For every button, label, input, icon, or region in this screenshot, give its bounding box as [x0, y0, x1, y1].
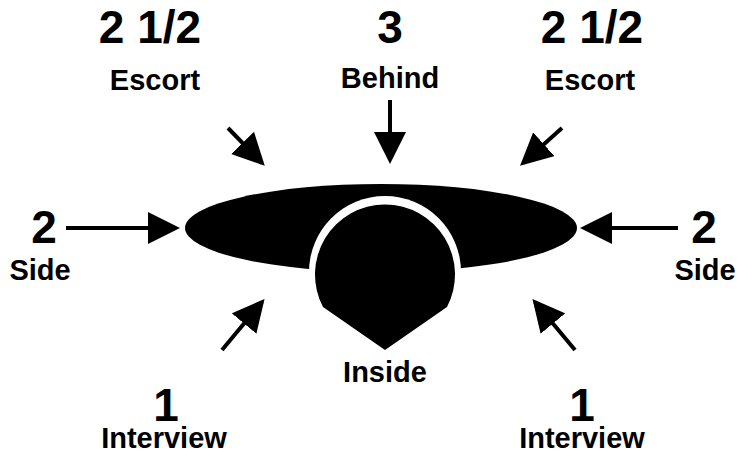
position-name: Interview: [519, 424, 645, 453]
position-number: 2: [691, 204, 717, 250]
position-number: 3: [377, 4, 403, 50]
position-number: 2: [31, 204, 57, 250]
position-name: Escort: [545, 66, 635, 95]
position-arrows: [66, 100, 678, 350]
position-name: Inside: [343, 358, 427, 387]
position-number: 2 1/2: [541, 4, 643, 50]
position-name: Escort: [110, 66, 200, 95]
position-name: Interview: [101, 424, 227, 453]
position-name: Side: [9, 256, 70, 285]
position-number: 1: [153, 382, 179, 428]
position-name: Behind: [341, 64, 439, 93]
position-number: 2 1/2: [99, 4, 201, 50]
position-name: Side: [674, 256, 735, 285]
head: [315, 205, 455, 350]
position-number: 1: [569, 382, 595, 428]
